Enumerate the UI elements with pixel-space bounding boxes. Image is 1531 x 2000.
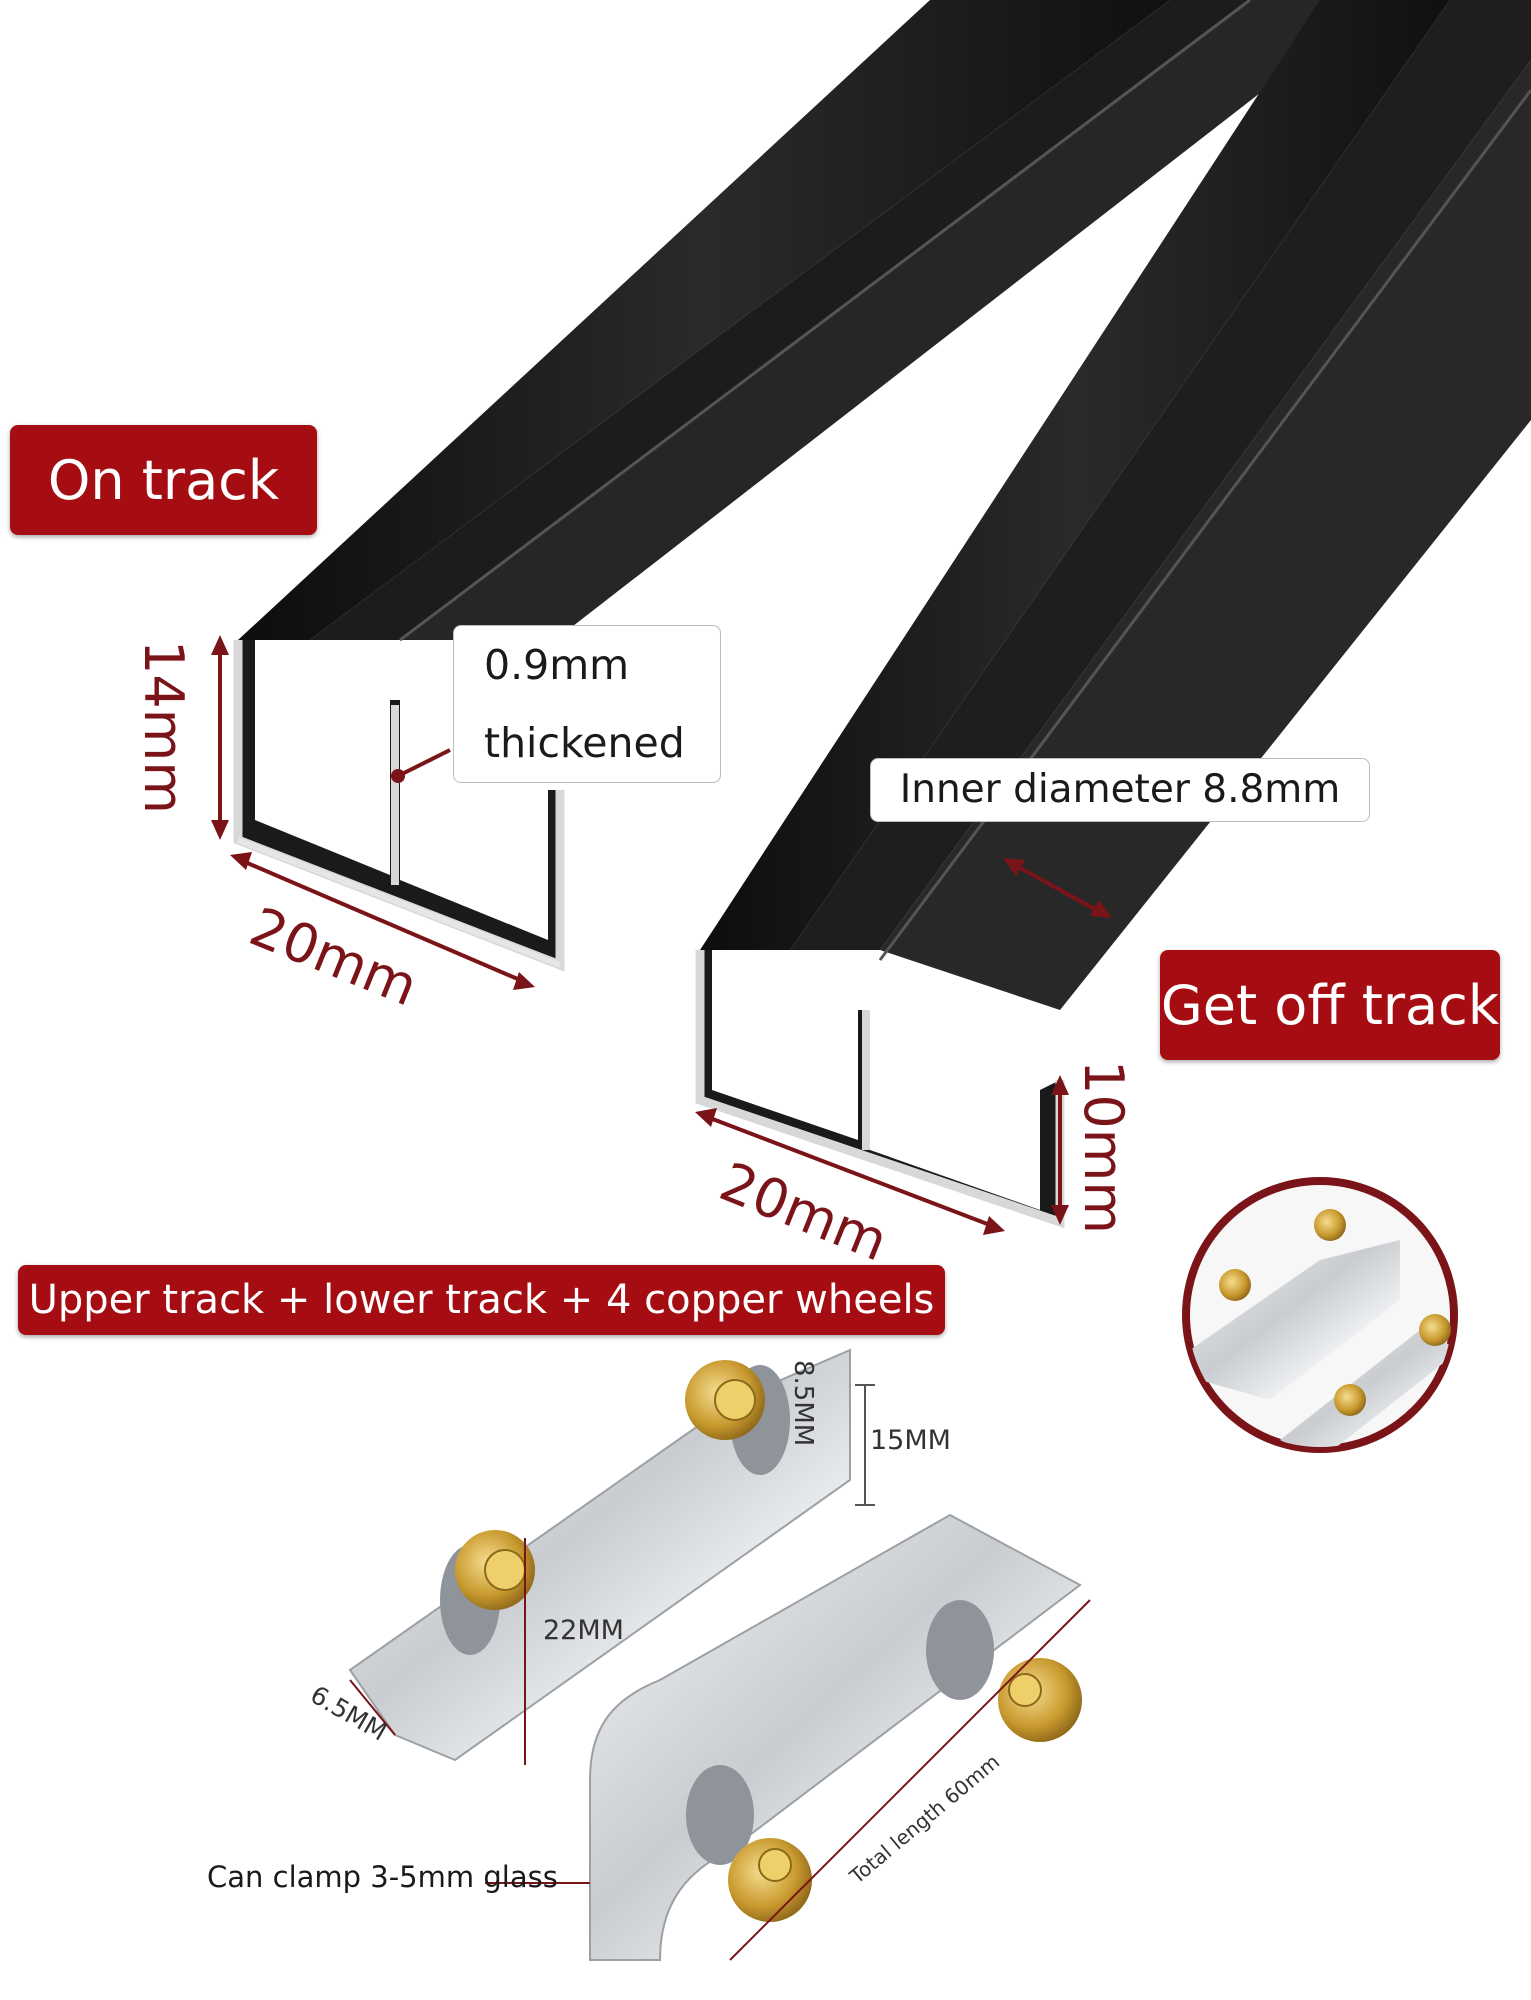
get-off-track-label: Get off track — [1160, 950, 1500, 1060]
detail-inset — [1182, 1177, 1458, 1453]
on-track-label: On track — [10, 425, 317, 535]
wheel-bracket-upper — [348, 1348, 875, 1765]
clamp-label: Can clamp 3-5mm glass — [207, 1860, 558, 1894]
upper-track — [233, 0, 1380, 972]
thickness-callout: 0.9mm thickened — [453, 625, 721, 783]
inner-diameter-callout: Inner diameter 8.8mm — [870, 758, 1370, 822]
bundle-label: Upper track + lower track + 4 copper whe… — [18, 1265, 945, 1335]
wheel-height-dimension: 8.5MM — [788, 1360, 818, 1447]
bracket-height-dimension: 15MM — [870, 1425, 951, 1456]
lower-height-dimension: 10mm — [1072, 1060, 1135, 1234]
thickness-value: 0.9mm — [484, 641, 630, 689]
lower-dimension-arrows — [695, 858, 1112, 1235]
bracket-depth-dimension: 22MM — [543, 1615, 624, 1646]
upper-height-dimension: 14mm — [132, 640, 195, 814]
thickness-word: thickened — [484, 719, 685, 767]
wheel-bracket-lower — [485, 1513, 1091, 1961]
upper-dimension-arrows — [211, 635, 535, 990]
